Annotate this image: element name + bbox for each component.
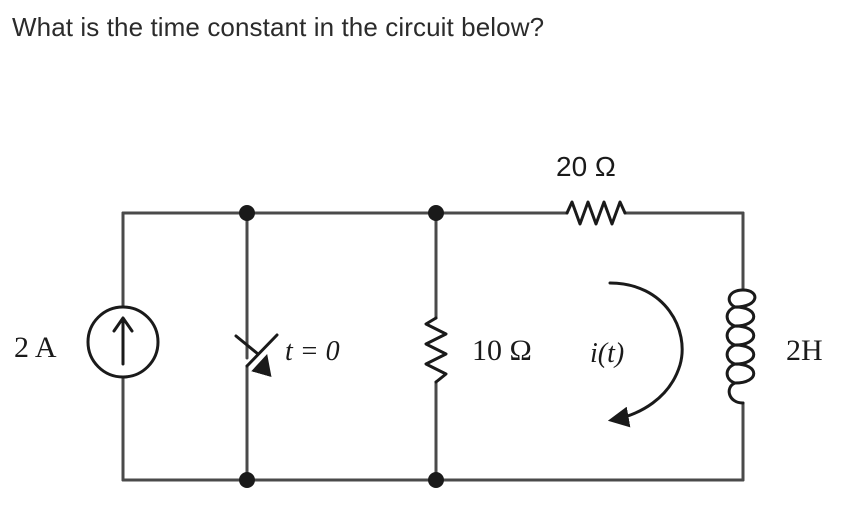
switch-label: t = 0 (285, 336, 340, 367)
question-text: What is the time constant in the circuit… (12, 12, 545, 42)
inductor-label: 2H (786, 334, 823, 367)
source-label: 2 A (14, 331, 57, 364)
junction-dot (239, 472, 255, 488)
series-resistor-label: 20 Ω (556, 151, 616, 182)
junction-dots (239, 205, 444, 488)
resistor-icon (565, 200, 627, 226)
inductor-icon (725, 288, 757, 405)
current-label: i(t) (590, 338, 624, 369)
junction-dot (428, 205, 444, 221)
junction-dot (428, 472, 444, 488)
current-direction-arrow-icon (607, 281, 684, 428)
current-source-icon (86, 305, 160, 379)
resistor-icon (424, 316, 448, 384)
shunt-resistor-label: 10 Ω (472, 334, 532, 367)
switch-icon (234, 333, 279, 378)
junction-dot (239, 205, 255, 221)
